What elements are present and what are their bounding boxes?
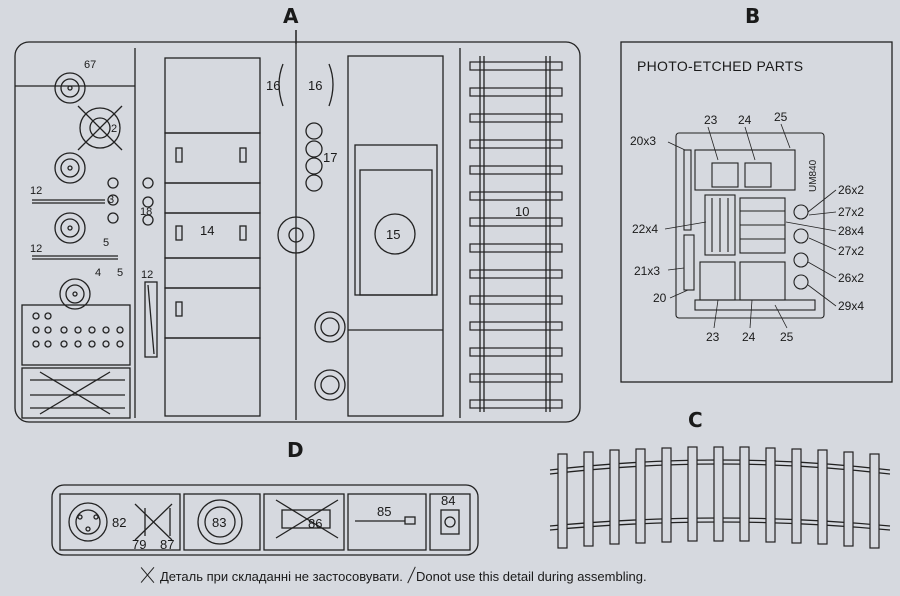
- wheel-1f: [314, 369, 346, 401]
- slash-icon: [407, 566, 416, 584]
- part-84: [440, 509, 460, 535]
- sprue-a-frame: [14, 41, 581, 423]
- label-14: 14: [200, 223, 214, 238]
- part-85: [355, 516, 416, 525]
- wheel-1c: [54, 212, 86, 244]
- part-10-sleepers: [469, 61, 563, 409]
- pe-fret: [675, 132, 825, 319]
- label-3: 3: [108, 194, 114, 206]
- part-14: [164, 57, 261, 417]
- sprue-a: 67 2 12 3 12 5 4 5 18 14 12 16 16 17 15 …: [14, 30, 581, 423]
- pe-label-top25: 25: [774, 110, 788, 124]
- fret-mark: UM840: [808, 159, 819, 192]
- photo-etched-title: PHOTO-ETCHED PARTS: [637, 58, 804, 74]
- label-10: 10: [515, 204, 529, 219]
- part-82: [68, 502, 108, 542]
- label-15: 15: [386, 227, 400, 242]
- part-15: [347, 55, 444, 417]
- crossed-bars: [21, 367, 131, 419]
- label-5b: 5: [117, 267, 123, 279]
- sprue-d: 82 79 87 83 86 85 84: [51, 484, 479, 556]
- part-10-track: [479, 56, 551, 412]
- wheel-1e: [314, 311, 346, 343]
- part-83: [197, 499, 243, 545]
- wheel-1b: [54, 152, 86, 184]
- pe-label-top23: 23: [704, 113, 718, 127]
- label-82: 82: [112, 515, 126, 530]
- label-86: 86: [308, 516, 322, 531]
- label-87: 87: [160, 537, 174, 552]
- label-16a: 16: [266, 78, 280, 93]
- usage-note: Деталь при складанні не застосовувати. Do…: [140, 566, 651, 584]
- pe-label-26x2b: 26x2: [838, 271, 864, 285]
- pe-label-bot23: 23: [706, 330, 720, 344]
- cross-icon: [140, 566, 156, 584]
- pe-label-20: 20: [653, 291, 667, 305]
- pe-label-20x3: 20x3: [630, 134, 656, 148]
- label-12a: 12: [30, 185, 42, 197]
- section-c-label: C: [688, 408, 703, 432]
- label-85: 85: [377, 504, 391, 519]
- pe-label-26x2a: 26x2: [838, 183, 864, 197]
- label-4: 4: [95, 267, 101, 279]
- track-c-sleepers: [557, 446, 880, 549]
- wheel-1d: [59, 278, 91, 310]
- part-86-crossed: [275, 499, 339, 539]
- label-18: 18: [140, 206, 152, 218]
- section-d-label: D: [287, 438, 304, 462]
- centre-hub: [277, 216, 315, 254]
- note-ua: Деталь при складанні не застосовувати.: [160, 569, 403, 584]
- pe-label-21x3: 21x3: [634, 264, 660, 278]
- pe-label-22x4: 22x4: [632, 222, 658, 236]
- label-12c: 12: [141, 269, 153, 281]
- label-67: 67: [84, 59, 96, 71]
- part-2-crossed: [77, 105, 123, 151]
- section-a-label: A: [283, 4, 299, 28]
- label-16b: 16: [308, 78, 322, 93]
- note-en: Donot use this detail during assembling.: [416, 569, 647, 584]
- label-12b: 12: [30, 243, 42, 255]
- pe-label-bot25: 25: [780, 330, 794, 344]
- pe-label-28x4: 28x4: [838, 224, 864, 238]
- pe-leader-lines: [664, 123, 837, 329]
- pe-label-27x2b: 27x2: [838, 244, 864, 258]
- track-c: [549, 446, 891, 549]
- pe-label-bot24: 24: [742, 330, 756, 344]
- photo-etched-panel: UM840 23 24 25 20x3 26x2 27x2 22x4 28x4 …: [620, 41, 893, 383]
- label-84: 84: [441, 493, 455, 508]
- pe-label-27x2a: 27x2: [838, 205, 864, 219]
- label-17: 17: [323, 150, 337, 165]
- pe-label-29x4: 29x4: [838, 299, 864, 313]
- label-5: 5: [103, 237, 109, 249]
- section-b-label: B: [745, 4, 761, 28]
- pe-label-top24: 24: [738, 113, 752, 127]
- label-83: 83: [212, 515, 226, 530]
- label-79: 79: [132, 537, 146, 552]
- parts-79-87-crossed: [134, 503, 173, 541]
- wheel-1a: [54, 72, 86, 104]
- small-parts-grid: [21, 304, 131, 366]
- label-2: 2: [111, 123, 117, 135]
